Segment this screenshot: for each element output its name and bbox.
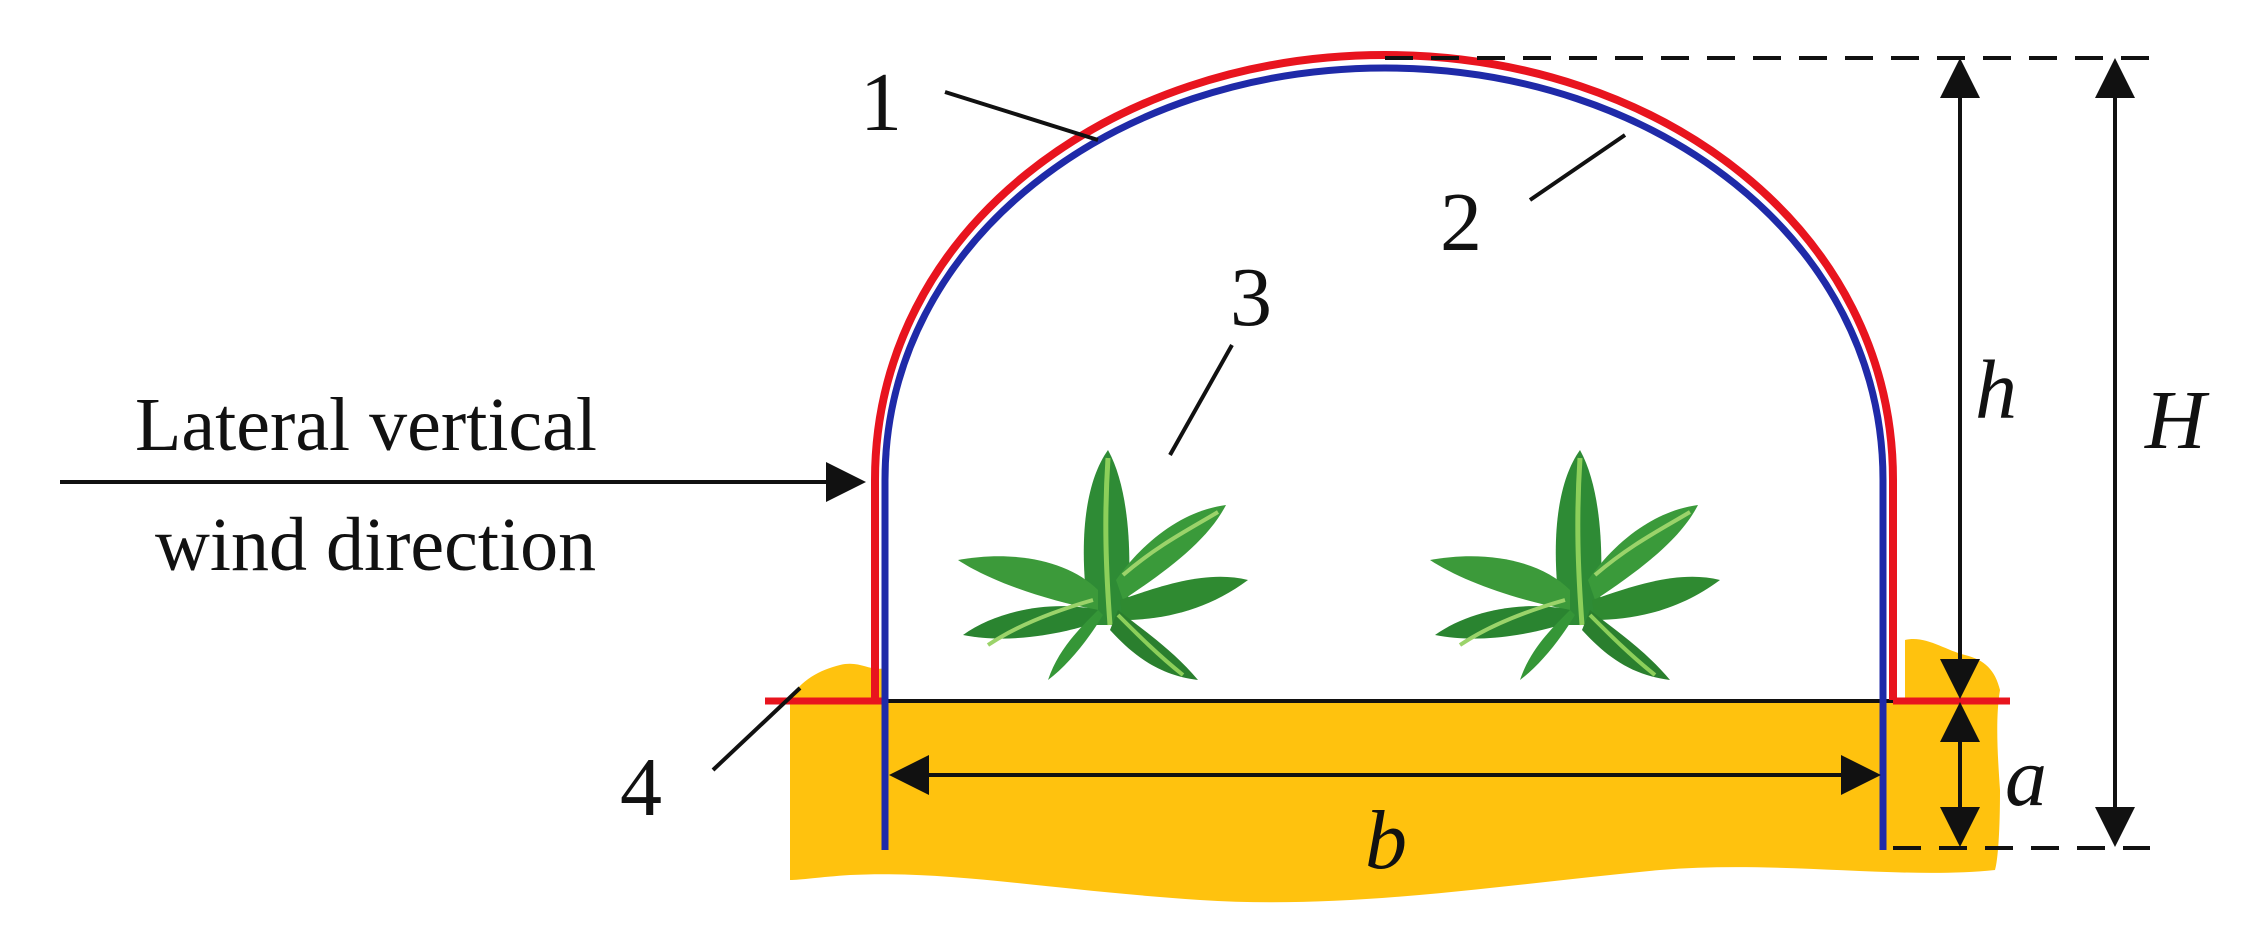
outer-arch [871,50,1897,700]
plant-icon [958,450,1248,680]
soil [790,638,2000,903]
callout-2-label: 2 [1440,176,1482,269]
dimension-H-label: H [2144,374,2210,467]
callout-1-leader [944,90,1099,142]
wind-label-line2: wind direction [155,503,596,587]
plant-icon [1430,450,1720,680]
dimension-h-label: h [1975,344,2017,437]
callout-1-label: 1 [860,56,902,149]
callout-4-label: 4 [620,741,662,834]
callout-3-leader [1168,344,1234,456]
callout-3-label: 3 [1230,251,1272,344]
wind-label-line1: Lateral vertical [135,383,597,467]
inner-arch [881,64,1887,850]
callout-4-leader [711,686,802,772]
dimension-a-label: a [2005,731,2047,824]
callout-2-leader [1528,133,1627,202]
dimension-b-label: b [1365,794,1407,887]
